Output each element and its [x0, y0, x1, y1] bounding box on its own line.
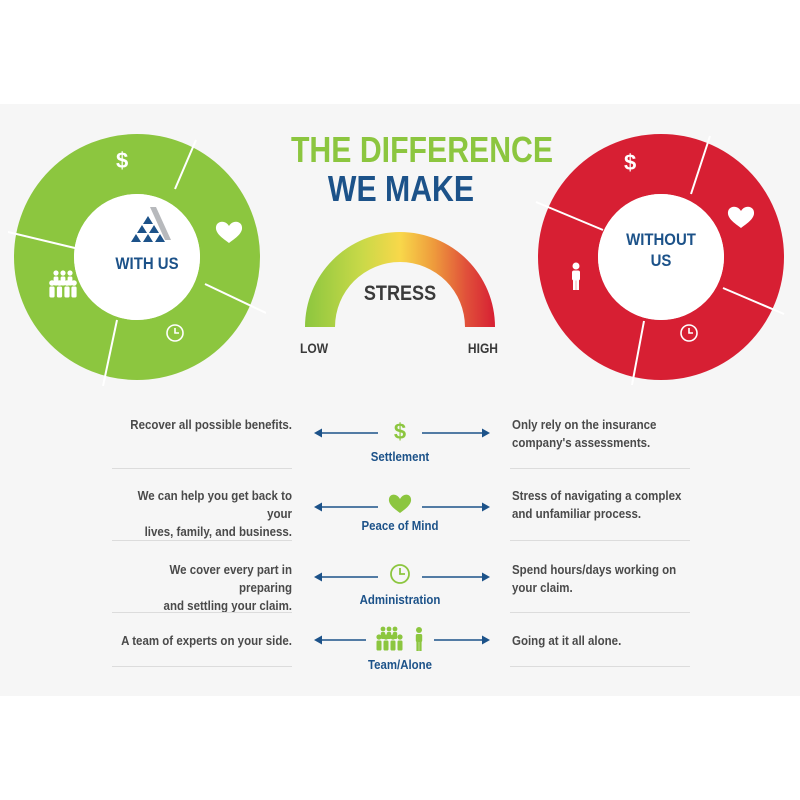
with-us-text: Recover all possible benefits. — [117, 416, 292, 434]
title-line-1: THE DIFFERENCE — [290, 129, 554, 170]
clock-icon — [390, 564, 410, 584]
title-line-2: WE MAKE — [327, 168, 475, 209]
without-us-label-line-2: US — [650, 251, 672, 270]
heart-icon — [388, 494, 412, 513]
with-us-label: WITH US — [115, 254, 179, 273]
row-divider — [112, 666, 292, 667]
without-us-text-line: Only rely on the insurance — [512, 418, 657, 432]
without-us-text: Going at it all alone. — [512, 632, 687, 650]
arrow-right-icon — [434, 635, 490, 645]
row-divider — [510, 540, 690, 541]
row-divider — [112, 612, 292, 613]
category-label: Peace of Mind — [361, 518, 439, 533]
with-us-ring: $ — [8, 134, 266, 386]
heart-icon — [727, 206, 755, 228]
clock-icon — [680, 324, 698, 342]
stress-label: STRESS — [363, 282, 437, 305]
with-us-text-line: Recover all possible benefits. — [130, 418, 292, 432]
dollar-icon: $ — [624, 150, 636, 175]
category-label: Team/Alone — [368, 657, 432, 672]
arrow-left-icon — [314, 502, 378, 512]
person-icon — [572, 262, 580, 290]
without-us-text-line: company's assessments. — [512, 436, 651, 450]
arrow-left-icon — [314, 572, 378, 582]
with-us-text-line: We can help you get back to your — [137, 489, 292, 521]
with-us-text: A team of experts on your side. — [117, 632, 292, 650]
heart-icon — [215, 221, 243, 243]
without-us-text: Spend hours/days working on your claim. — [512, 561, 687, 597]
row-divider — [510, 612, 690, 613]
arrow-right-icon — [422, 502, 490, 512]
with-us-text-line: lives, family, and business. — [144, 525, 292, 539]
gauge-low-label: LOW — [300, 340, 329, 356]
svg-text:$: $ — [394, 420, 406, 444]
without-us-text-line: Spend hours/days working on — [512, 563, 677, 577]
team-icon — [49, 270, 77, 298]
row-divider — [112, 468, 292, 469]
without-us-text-line: and unfamiliar process. — [512, 507, 642, 521]
arrow-left-icon — [314, 635, 366, 645]
without-us-text-line: Going at it all alone. — [512, 634, 622, 648]
without-us-label-line-1: WITHOUT — [626, 230, 696, 249]
company-logo-icon — [131, 207, 171, 242]
without-us-text: Only rely on the insurance company's asse… — [512, 416, 687, 452]
arrow-right-icon — [422, 428, 490, 438]
with-us-text-line: and settling your claim. — [163, 599, 292, 613]
dollar-icon: $ — [394, 420, 406, 444]
category-label: Settlement — [370, 449, 430, 464]
with-us-text-line: A team of experts on your side. — [121, 634, 292, 648]
without-us-text-line: your claim. — [512, 581, 573, 595]
row-divider — [510, 468, 690, 469]
gauge-high-label: HIGH — [467, 340, 498, 356]
with-us-text-line: We cover every part in preparing — [169, 563, 292, 595]
row-divider — [112, 540, 292, 541]
stress-gauge — [305, 232, 495, 327]
arrow-left-icon — [314, 428, 378, 438]
category-label: Administration — [359, 592, 441, 607]
arrow-right-icon — [422, 572, 490, 582]
clock-icon — [166, 324, 184, 342]
dollar-icon: $ — [116, 148, 128, 173]
without-us-ring: $ — [535, 134, 785, 386]
without-us-text-line: Stress of navigating a complex — [512, 489, 682, 503]
with-us-text: We cover every part in preparing and sett… — [117, 561, 292, 615]
row-divider — [510, 666, 690, 667]
with-us-text: We can help you get back to your lives, f… — [117, 487, 292, 541]
without-us-text: Stress of navigating a complex and unfami… — [512, 487, 687, 523]
team-and-person-icon — [376, 626, 423, 651]
